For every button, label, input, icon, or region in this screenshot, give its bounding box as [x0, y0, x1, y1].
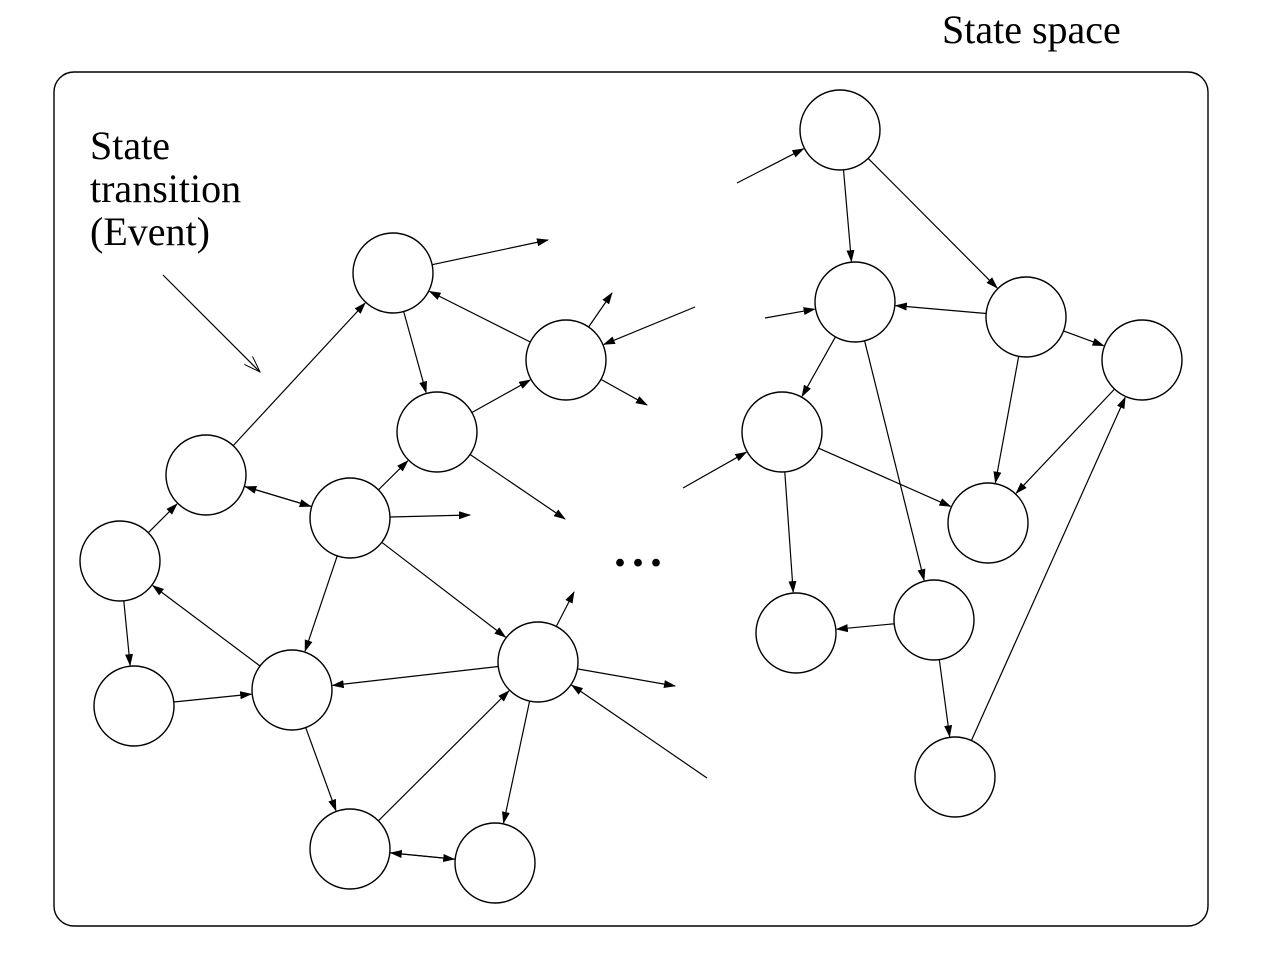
transition-arrow-n10-to-n9: [377, 690, 510, 822]
transition-arrow-n11-to-n10: [389, 849, 456, 860]
transition-arrow-n1-to-n3: [403, 311, 428, 394]
state-node-n2: [525, 319, 607, 401]
state-nodes: [79, 89, 1183, 904]
state-node-m4: [1101, 319, 1183, 401]
state-node-m2: [814, 261, 896, 343]
transition-arrow-incoming-to-m5: [682, 451, 748, 489]
transition-arrow-m4-to-m6: [1015, 388, 1115, 494]
annotation-line-3: (Event): [90, 209, 210, 254]
transition-arrow-n9-outgoing: [577, 668, 676, 689]
state-node-n8: [251, 649, 333, 731]
transition-arrow-n3-outgoing: [469, 454, 566, 520]
transition-arrow-n8-to-n10: [305, 727, 337, 812]
state-node-m8: [893, 579, 975, 661]
transition-arrow-incoming-to-n9: [570, 684, 708, 779]
state-node-m5: [741, 391, 823, 473]
transition-arrow-n5-outgoing: [389, 511, 471, 520]
transition-arrow-m9-to-m4: [970, 396, 1126, 741]
state-node-n10: [309, 808, 391, 890]
transition-arrow-m1-to-m2: [842, 169, 855, 263]
annotation-line-2: transition: [90, 166, 241, 211]
state-space-frame: [53, 71, 1209, 927]
transition-arrow-n5-to-n3: [377, 460, 409, 491]
transition-arrow-n6-to-n4: [147, 503, 178, 534]
state-node-n6: [79, 520, 161, 602]
transition-arrow-n2-outgoing: [600, 378, 648, 406]
transition-arrow-m5-to-m7: [784, 471, 797, 594]
transition-arrow-incoming-to-n2: [602, 306, 696, 345]
transition-arrow-incoming-to-m2: [764, 307, 816, 319]
transition-arrow-m3-to-m4: [1063, 330, 1105, 347]
transition-arrow-m3-to-m6: [993, 356, 1020, 484]
transition-arrow-n5-to-n4: [244, 486, 312, 508]
transition-arrow-n8-to-n6: [152, 584, 261, 667]
transition-arrow-m5-to-m6: [818, 447, 952, 507]
transition-arrow-n2-outgoing: [588, 292, 613, 328]
state-node-m3: [985, 276, 1067, 358]
transition-arrow-m2-to-m5: [801, 336, 836, 398]
transition-arrow-m8-to-m7: [835, 623, 895, 633]
transition-arrow-n9-to-n8: [331, 665, 499, 689]
state-node-n7: [93, 665, 175, 747]
state-node-n11: [454, 822, 536, 904]
transition-arrow-m3-to-m2: [894, 302, 987, 315]
transition-arrow-n7-to-n8: [173, 691, 253, 703]
transition-arrow-n4-to-n1: [232, 302, 366, 447]
transition-arrow-m2-to-m8: [864, 340, 926, 582]
transition-arrow-n2-to-n1: [428, 290, 531, 343]
diagram-title: State space: [942, 7, 1121, 52]
transition-arrow-n6-to-n7: [123, 600, 134, 667]
state-node-m7: [755, 592, 837, 674]
annotation-pointer: [162, 274, 260, 372]
transition-arrow-n3-to-n2: [471, 379, 532, 414]
transition-arrow-m1-to-m3: [867, 157, 998, 289]
state-node-m9: [914, 736, 996, 818]
transition-arrow-incoming-to-m1: [736, 148, 805, 184]
transition-arrow-n9-outgoing: [555, 591, 575, 627]
state-node-m6: [947, 482, 1029, 564]
state-node-n1: [352, 232, 434, 314]
transition-arrow-m8-to-m9: [938, 659, 953, 738]
transition-arrow-n5-to-n8: [304, 555, 338, 653]
transition-arrow-n5-to-n9: [381, 541, 507, 638]
transition-arrow-n1-outgoing: [431, 238, 549, 266]
state-node-n3: [396, 391, 478, 473]
transition-arrow-n9-to-n11: [501, 700, 531, 824]
transition-edges: [123, 148, 1126, 863]
state-node-n9: [497, 621, 579, 703]
state-node-n4: [165, 434, 247, 516]
annotation-line-1: State: [90, 123, 170, 168]
state-node-n5: [309, 477, 391, 559]
ellipsis: ...: [614, 524, 668, 577]
state-node-m1: [799, 89, 881, 171]
